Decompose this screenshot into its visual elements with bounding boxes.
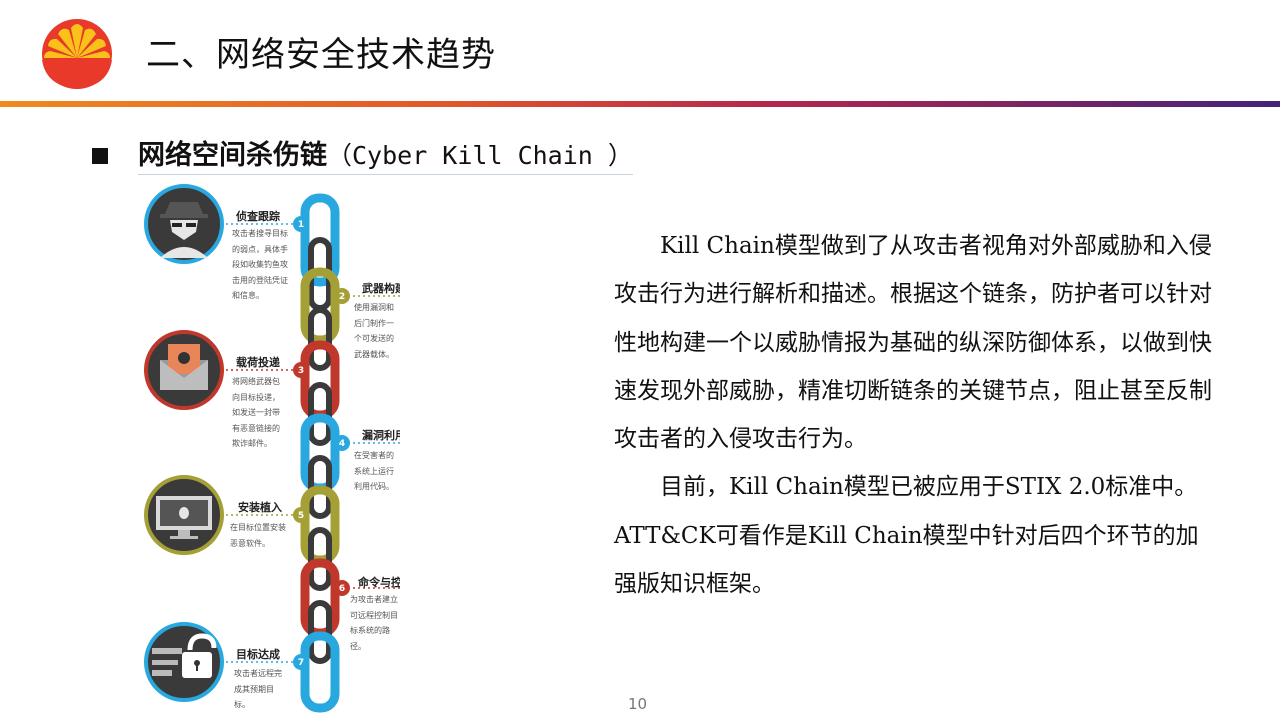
body-paragraph-1: Kill Chain模型做到了从攻击者视角对外部威胁和入侵攻击行为进行解析和描述…: [614, 233, 1212, 453]
stage-desc-7: 攻击者远程完成其预期目标。: [234, 669, 282, 709]
kill-chain-diagram: 1 2 3 4 5 6 7: [138, 180, 400, 716]
email-icon: [144, 330, 224, 410]
kill-chain-graphic: 1 2 3 4 5 6 7: [144, 184, 400, 713]
stage-title-5: 安装植入: [238, 501, 282, 514]
monitor-icon: [144, 475, 224, 555]
stage-title-4: 漏洞利用: [362, 429, 400, 442]
badge-6: [334, 580, 350, 596]
stage-desc-6: 为攻击者建立可远程控制目标系统的路径。: [350, 595, 398, 651]
badge-num-4: 4: [339, 439, 345, 449]
badge-num-5: 5: [298, 511, 304, 521]
company-logo: [42, 19, 112, 89]
stage-desc-2: 使用漏洞和后门制作一个可发送的武器载体。: [354, 303, 394, 359]
badge-num-1: 1: [298, 220, 304, 230]
body-paragraph-2: 目前，Kill Chain模型已被应用于STIX 2.0标准中。ATT&CK可看…: [614, 474, 1199, 598]
section-heading-en: （Cyber Kill Chain ）: [327, 141, 633, 170]
badge-num-3: 3: [298, 366, 304, 376]
chain-connector-3: [308, 382, 332, 446]
stage-title-2: 武器构建: [362, 282, 400, 295]
body-text: Kill Chain模型做到了从攻击者视角对外部威胁和入侵攻击行为进行解析和描述…: [614, 222, 1214, 608]
chain-link-1: [300, 193, 340, 287]
badge-5: [293, 507, 309, 523]
badge-num-7: 7: [298, 658, 304, 668]
dotted-connectors: [216, 223, 400, 663]
chain-links: [300, 193, 340, 713]
number-badges: 1 2 3 4 5 6 7: [293, 216, 350, 670]
page-number: 10: [628, 695, 648, 713]
badge-1: [293, 216, 309, 232]
chain-connector-2: [308, 307, 332, 371]
badge-2: [334, 288, 350, 304]
stage-desc-5: 在目标位置安装恶意软件。: [230, 523, 286, 548]
stage-title-1: 侦查跟踪: [236, 210, 280, 223]
stage-title-6: 命令与控制: [358, 576, 400, 589]
badge-4: [334, 435, 350, 451]
chain-link-7: [300, 631, 340, 713]
section-heading-cn: 网络空间杀伤链: [138, 140, 327, 171]
chain-connector-6: [308, 600, 332, 664]
stage-title-7: 目标达成: [236, 648, 280, 661]
stage-desc-4: 在受害者的系统上运行利用代码。: [354, 451, 394, 491]
slide-title: 二、网络安全技术趋势: [146, 35, 496, 75]
badge-num-2: 2: [339, 292, 345, 302]
badge-7: [293, 654, 309, 670]
stage-desc-3: 将网络武器包向目标投递，如发送一封带有恶意链接的欺诈邮件。: [232, 377, 280, 448]
chain-connector-5: [308, 527, 332, 591]
chain-link-2: [300, 267, 340, 345]
badge-num-6: 6: [339, 584, 345, 594]
chain-connector-4: [308, 455, 332, 519]
stage-title-3: 载荷投递: [236, 356, 280, 369]
unlock-icon: [144, 622, 224, 702]
hacker-icon: [144, 184, 224, 264]
title-underline-bar: [0, 101, 1280, 107]
stage-desc-1: 攻击者搜寻目标的弱点，具体手段如收集钓鱼攻击用的登陆凭证和信息。: [232, 229, 288, 300]
section-heading: 网络空间杀伤链（Cyber Kill Chain ）: [138, 140, 633, 176]
bullet-square: [92, 148, 108, 164]
badge-3: [293, 362, 309, 378]
